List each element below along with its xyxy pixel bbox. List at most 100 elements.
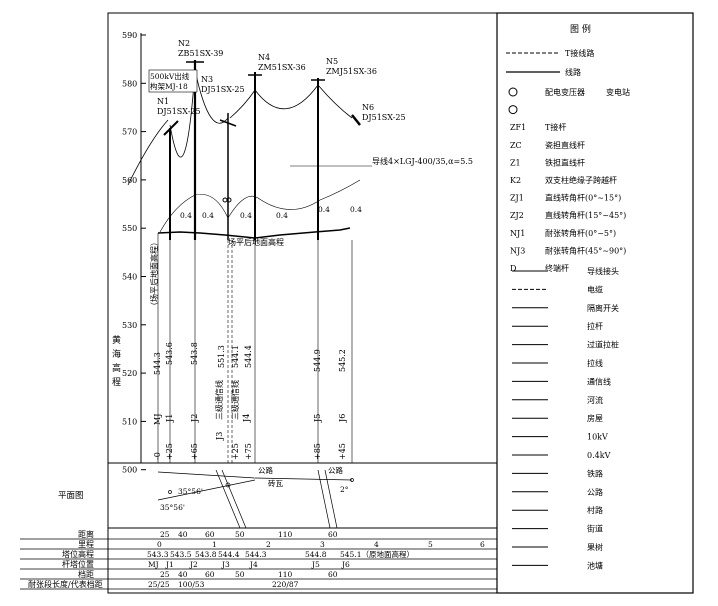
svg-text:+65: +65 <box>190 443 199 460</box>
frame-label-line2: 构架MJ-18 <box>150 81 188 91</box>
table-elevation-row: 543.3 543.5 543.8 544.4 544.3 544.8 545.… <box>147 549 414 559</box>
svg-text:程: 程 <box>112 377 121 388</box>
legend-title: 图 例 <box>570 23 591 35</box>
legend-symbol-label: 电缆 <box>587 284 603 294</box>
legend-symbol-label: 河流 <box>587 395 603 405</box>
svg-text:0.4: 0.4 <box>240 211 252 220</box>
legend-label: 终端杆 <box>545 263 569 273</box>
table-distance-row: 25 40 60 50 110 60 <box>160 530 338 539</box>
pole-drop-lines <box>157 233 353 463</box>
svg-text:距离: 距离 <box>78 529 94 539</box>
y-tick-label: 540 <box>122 273 137 282</box>
svg-text:杆塔位置: 杆塔位置 <box>62 559 94 569</box>
legend-symbol-label: 0.4kV <box>587 451 611 460</box>
svg-text:543.8: 543.8 <box>195 550 217 559</box>
svg-text:塔位高程: 塔位高程 <box>62 549 94 559</box>
y-tick-label: 570 <box>122 128 137 137</box>
svg-text:544.4: 544.4 <box>244 345 253 368</box>
svg-text:ZMJ51SX-36: ZMJ51SX-36 <box>326 67 377 76</box>
legend-label: 双支柱绝缘子跨越杆 <box>545 175 617 185</box>
svg-text:0.4: 0.4 <box>350 205 362 214</box>
svg-text:35°56': 35°56' <box>160 503 185 512</box>
tower-N4: N4 ZM51SX-36 <box>248 53 306 240</box>
svg-text:60: 60 <box>205 530 215 539</box>
svg-text:0.4: 0.4 <box>276 211 288 220</box>
conductor-span-1 <box>169 69 196 158</box>
svg-text:0.4: 0.4 <box>202 211 214 220</box>
svg-text:543.3: 543.3 <box>147 550 169 559</box>
plan-graphics <box>157 469 354 529</box>
svg-text:N4: N4 <box>258 53 270 62</box>
svg-text:J2: J2 <box>189 560 198 569</box>
clearance-curve <box>159 179 361 233</box>
conductor-span-5 <box>317 84 353 119</box>
svg-text:公路: 公路 <box>258 465 273 475</box>
svg-text:545.1（原地面高程）: 545.1（原地面高程） <box>340 549 414 559</box>
svg-text:N6: N6 <box>362 103 374 112</box>
legend-symbol-label: 过道拉桩 <box>587 340 619 350</box>
legend-symbols: 导线接头电缆隔离开关拉杆过道拉桩拉线通信线河流房屋10kV0.4kV铁路公路村路… <box>512 266 619 570</box>
svg-text:544.3: 544.3 <box>245 550 267 559</box>
svg-text:544.8: 544.8 <box>305 550 327 559</box>
svg-text:25/25: 25/25 <box>148 580 170 589</box>
svg-text:0.4: 0.4 <box>318 205 330 214</box>
legend-code: ZC <box>510 141 522 150</box>
y-tick-label: 590 <box>122 31 137 40</box>
legend-code: NJ1 <box>510 229 525 238</box>
svg-text:0.4: 0.4 <box>180 211 192 220</box>
vertical-labels: （场平后地面高程） 544.3 543.6 543.8 551.3 544.1 … <box>149 238 347 460</box>
svg-text:砖瓦: 砖瓦 <box>268 478 283 488</box>
svg-text:J3: J3 <box>215 432 224 441</box>
svg-text:J1: J1 <box>165 560 174 569</box>
svg-text:N3: N3 <box>201 75 213 84</box>
legend-symbol-label: 铁路 <box>587 468 603 478</box>
svg-text:公路: 公路 <box>328 465 343 475</box>
legend-frame <box>496 12 694 594</box>
legend-label: 瓷担直线杆 <box>545 140 585 150</box>
plan-labels: 公路 公路 砖瓦 35°56' 35°56' 2° <box>160 465 349 512</box>
svg-text:3: 3 <box>320 540 325 549</box>
svg-text:60: 60 <box>205 570 215 579</box>
svg-text:25: 25 <box>160 530 170 539</box>
svg-text:100/53: 100/53 <box>178 580 205 589</box>
legend-symbol-label: 池塘 <box>587 560 603 570</box>
y-tick-label: 520 <box>122 369 137 378</box>
svg-text:2: 2 <box>266 540 271 549</box>
svg-text:（场平后地面高程）: （场平后地面高程） <box>149 238 159 310</box>
svg-text:高: 高 <box>112 362 121 374</box>
svg-text:35°56': 35°56' <box>178 487 203 496</box>
legend-symbol-label: 拉杆 <box>587 321 603 331</box>
svg-text:545.2: 545.2 <box>338 349 347 372</box>
svg-text:544.4: 544.4 <box>218 550 240 559</box>
legend-label: 直线转角杆(15°~45°) <box>545 210 626 220</box>
svg-text:ZM51SX-36: ZM51SX-36 <box>258 63 306 72</box>
legend-symbol-label: 街道 <box>587 524 603 534</box>
svg-text:543.5: 543.5 <box>170 550 192 559</box>
svg-text:J1: J1 <box>165 414 174 423</box>
svg-text:6: 6 <box>480 540 485 549</box>
legend-label: T接杆 <box>545 122 566 132</box>
legend-symbol-label: 村路 <box>587 505 603 515</box>
legend-code: ZJ2 <box>510 211 524 220</box>
table-position-row: MJ J1 J2 J3 J4 J5 J6 <box>148 560 350 569</box>
legend-code: K2 <box>510 176 521 185</box>
conductor-span-4 <box>254 84 319 110</box>
svg-text:N1: N1 <box>157 97 169 106</box>
svg-text:DJ51SX-25: DJ51SX-25 <box>157 107 201 116</box>
svg-text:+25: +25 <box>231 443 240 460</box>
svg-text:J3: J3 <box>221 560 230 569</box>
svg-text:三级通信线: 三级通信线 <box>230 380 240 420</box>
y-tick-label: 550 <box>122 224 137 233</box>
legend-code: ZJ1 <box>510 194 524 203</box>
svg-text:海: 海 <box>112 348 121 360</box>
legend-symbol-icon <box>508 87 518 97</box>
svg-text:543.8: 543.8 <box>190 342 199 365</box>
legend-label: 直线转角杆(0°~15°) <box>545 193 621 203</box>
svg-text:110: 110 <box>278 530 293 539</box>
svg-text:J6: J6 <box>341 560 350 569</box>
svg-text:N2: N2 <box>178 39 190 48</box>
frame-label-line1: 500kV出线 <box>150 71 190 81</box>
svg-text:+45: +45 <box>338 443 347 460</box>
